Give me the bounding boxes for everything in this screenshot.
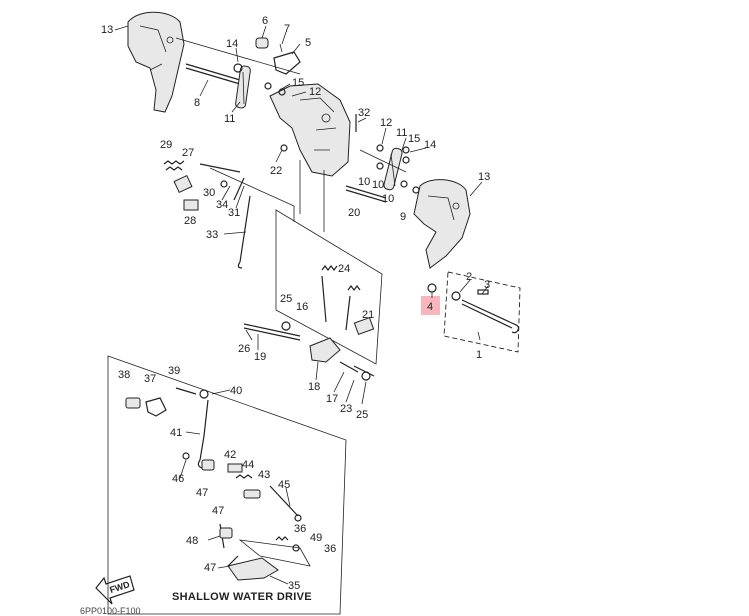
part-label: 17 [326,393,338,405]
drawing-code: 6PP0100-F100 [80,606,141,616]
part-label: 33 [206,229,218,241]
leader-lines [114,25,489,585]
part-label: 36 [294,523,306,535]
part-label: 4 [427,301,433,313]
part-label: 34 [216,199,228,211]
part-label: 5 [305,37,311,49]
part-label: 26 [238,343,250,355]
part-label: 15 [292,77,304,89]
part-label: 28 [184,215,196,227]
part-label: 23 [340,403,352,415]
part-label: 13 [101,24,113,36]
main-shaft [175,37,301,85]
part-label: 15 [408,133,420,145]
part-labels: 13 6 7 14 5 15 12 8 11 32 12 11 15 14 29… [101,15,490,592]
part-label: 43 [258,469,270,481]
part-label: 47 [212,505,224,517]
part-label: 35 [288,580,300,592]
part-label: 6 [262,15,268,27]
clamp-body [255,37,351,177]
part-label: 13 [478,171,490,183]
part-label: 10 [358,176,370,188]
part-label: 48 [186,535,198,547]
part-label: 18 [308,381,320,393]
part-label: 7 [284,23,290,35]
part-label: 21 [362,309,374,321]
part-label: 14 [226,38,238,50]
swivel-bracket-right [413,179,471,269]
reference-lines [209,160,325,232]
part-label: 10 [372,179,384,191]
part-label: 47 [196,487,208,499]
part-label: 41 [170,427,182,439]
part-label: 37 [144,373,156,385]
part-label: 25 [356,409,368,421]
swivel-bracket-left [127,11,185,113]
part-label: 19 [254,351,266,363]
part-label: 3 [484,279,490,291]
part-label: 12 [309,86,321,98]
part-label: 8 [194,97,200,109]
part-label: 20 [348,207,360,219]
part-label: 42 [224,449,236,461]
shallow-water-drive-frame [107,355,347,615]
part-label: 1 [476,349,482,361]
part-label: 49 [310,532,322,544]
part-label: 38 [118,369,130,381]
link-plate-right [383,147,403,191]
part-label: 45 [278,479,290,491]
part-label: 32 [358,107,370,119]
part-label: 30 [203,187,215,199]
part-label: 39 [168,365,180,377]
highlight-marker [421,296,440,315]
part-label: 9 [400,211,406,223]
part-label: 12 [380,117,392,129]
tilt-lever-group [163,160,251,269]
part-label: 29 [160,139,172,151]
shallow-water-drive-parts [125,387,311,581]
linkage-assembly [243,209,383,381]
part-label: 22 [270,165,282,177]
part-label: 2 [466,271,472,283]
part-label: 46 [172,473,184,485]
diagram-caption: SHALLOW WATER DRIVE [172,591,312,603]
link-plate-left [235,65,251,109]
part-label: 44 [242,459,254,471]
part-label: 47 [204,562,216,574]
part-label: 11 [396,127,407,139]
part-label: 16 [296,301,308,313]
part-label: 40 [230,385,242,397]
part-label: 36 [324,543,336,555]
part-label: 14 [424,139,436,151]
part-label: 10 [382,193,394,205]
part-label: 27 [182,147,194,159]
tilt-pin-assembly [427,271,521,353]
part-label: 11 [224,113,235,125]
part-label: 25 [280,293,292,305]
part-label: 24 [338,263,350,275]
fwd-arrow-icon: FWD [95,575,135,605]
part-label: 31 [228,207,240,219]
